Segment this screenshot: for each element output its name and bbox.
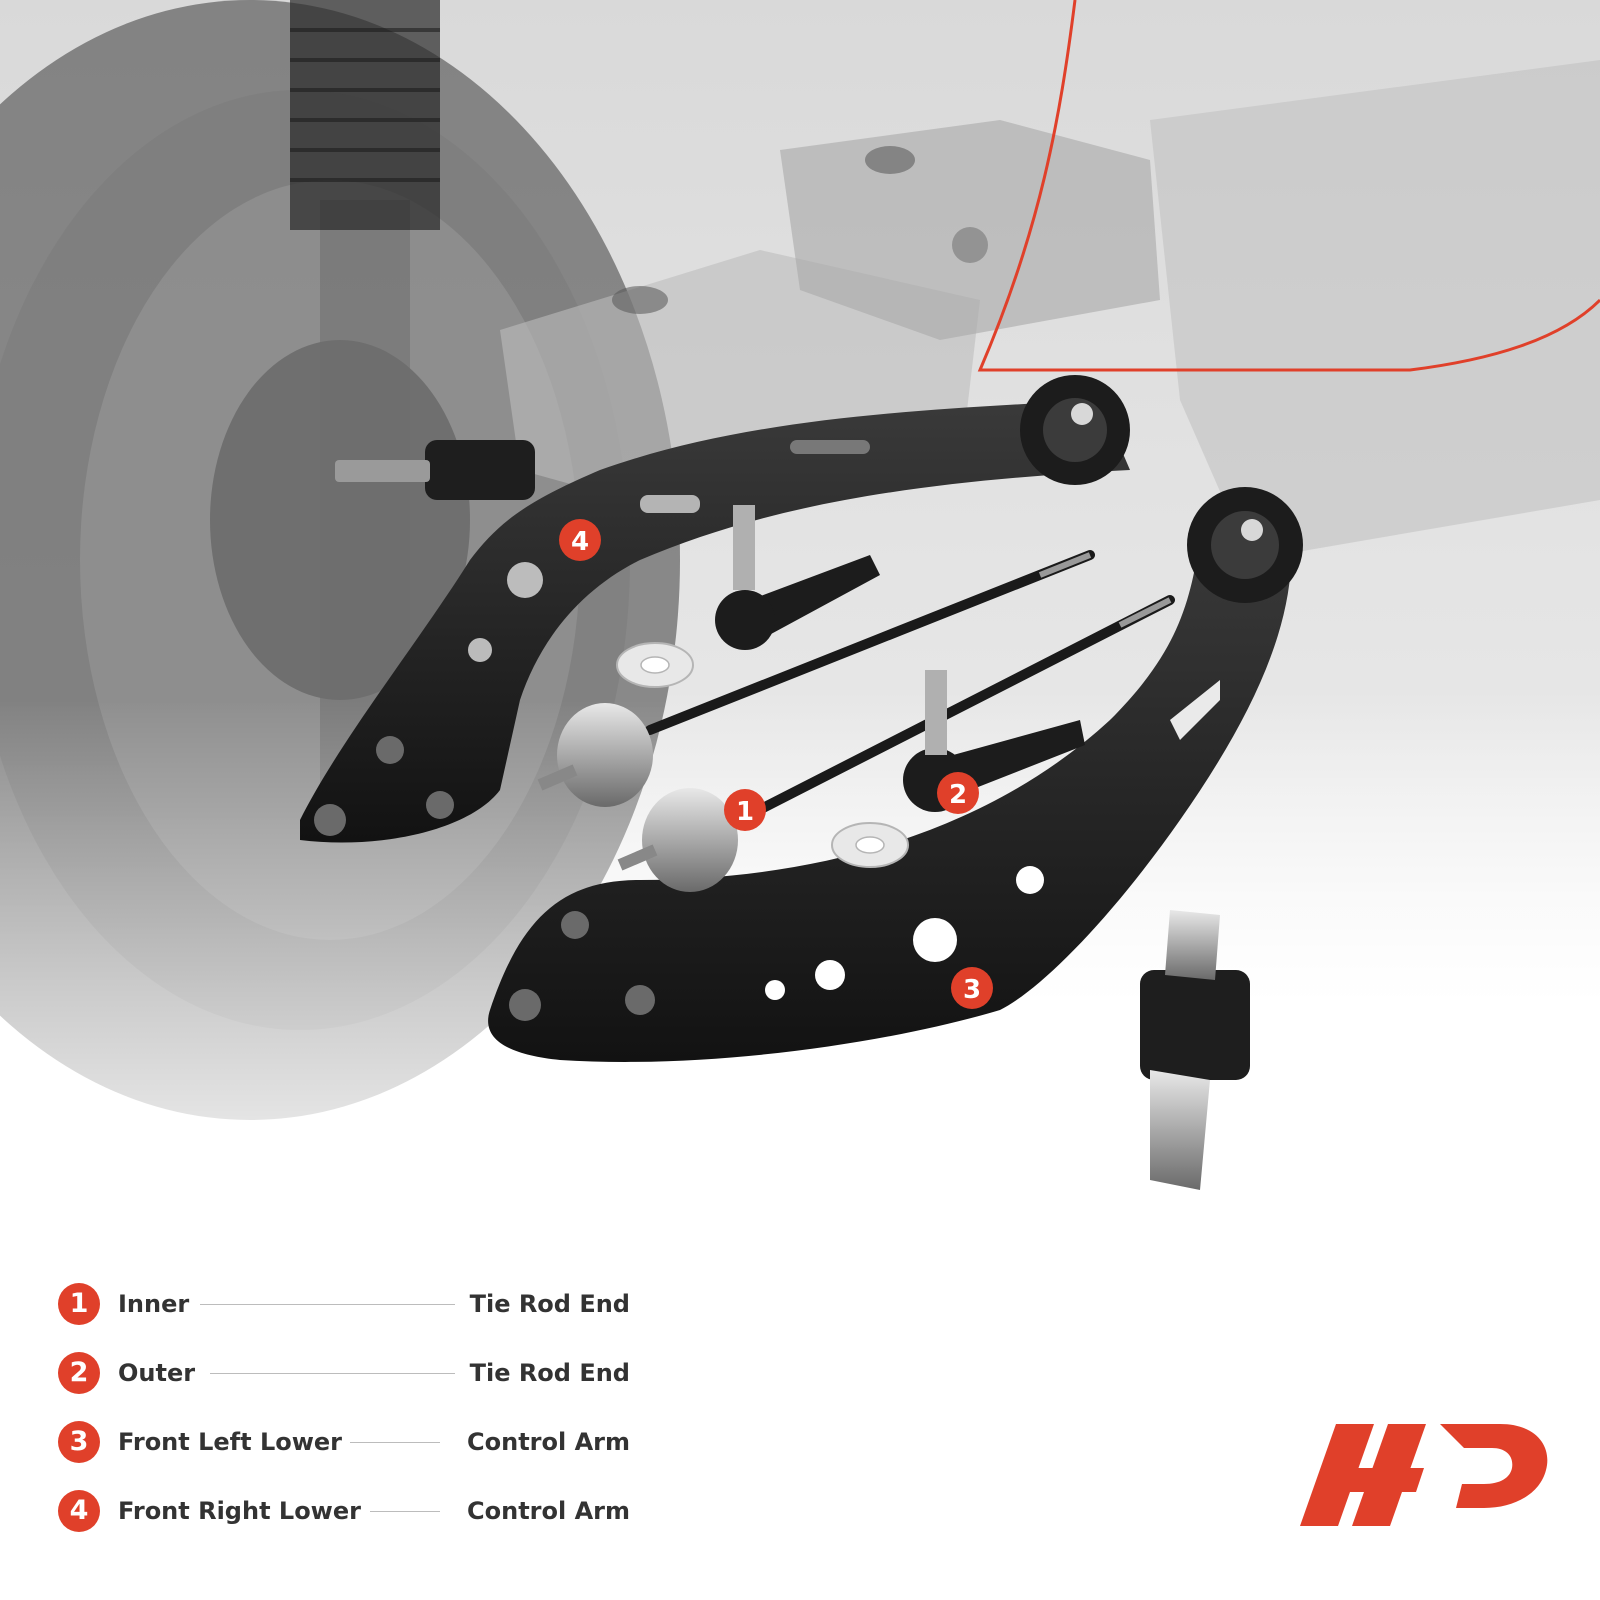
parts-legend: 1 Inner Tie Rod End 2 Outer Tie Rod End …: [58, 1283, 630, 1559]
legend-row-4: 4 Front Right Lower Control Arm: [58, 1490, 630, 1532]
legend-divider: [370, 1511, 440, 1512]
front-right-lower-control-arm-image: [300, 375, 1130, 843]
legend-row-1: 1 Inner Tie Rod End: [58, 1283, 630, 1325]
legend-divider: [350, 1442, 440, 1443]
legend-part-name: Tie Rod End: [469, 1359, 630, 1387]
legend-part-position: Front Right Lower: [118, 1497, 361, 1525]
legend-divider: [210, 1373, 455, 1374]
legend-row-2: 2 Outer Tie Rod End: [58, 1352, 630, 1394]
legend-badge: 1: [58, 1283, 100, 1325]
background-suspension-scene: [0, 0, 1600, 1260]
legend-part-position: Outer: [118, 1359, 196, 1387]
legend-badge: 2: [58, 1352, 100, 1394]
callout-badge-1: 1: [724, 789, 766, 831]
legend-divider: [200, 1304, 455, 1305]
decorative-red-curve: [977, 0, 1600, 372]
legend-part-name: Control Arm: [467, 1497, 630, 1525]
inner-tie-rod-end-image: [537, 550, 1175, 892]
legend-row-3: 3 Front Left Lower Control Arm: [58, 1421, 630, 1463]
legend-part-name: Control Arm: [467, 1428, 630, 1456]
callout-badge-3: 3: [951, 967, 993, 1009]
legend-part-name: Tie Rod End: [469, 1290, 630, 1318]
lock-washer-image: [616, 642, 909, 868]
front-left-lower-control-arm-image: [488, 487, 1303, 1190]
svg-text:1: 1: [736, 797, 754, 827]
svg-text:3: 3: [963, 975, 981, 1005]
legend-part-position: Inner: [118, 1290, 190, 1318]
legend-badge: 3: [58, 1421, 100, 1463]
svg-text:4: 4: [571, 527, 589, 557]
svg-text:2: 2: [949, 780, 967, 810]
legend-badge: 4: [58, 1490, 100, 1532]
callout-badge-4: 4: [559, 519, 601, 561]
callout-badge-2: 2: [937, 772, 979, 814]
brand-logo-icon: [1300, 1424, 1548, 1526]
legend-part-position: Front Left Lower: [118, 1428, 343, 1456]
